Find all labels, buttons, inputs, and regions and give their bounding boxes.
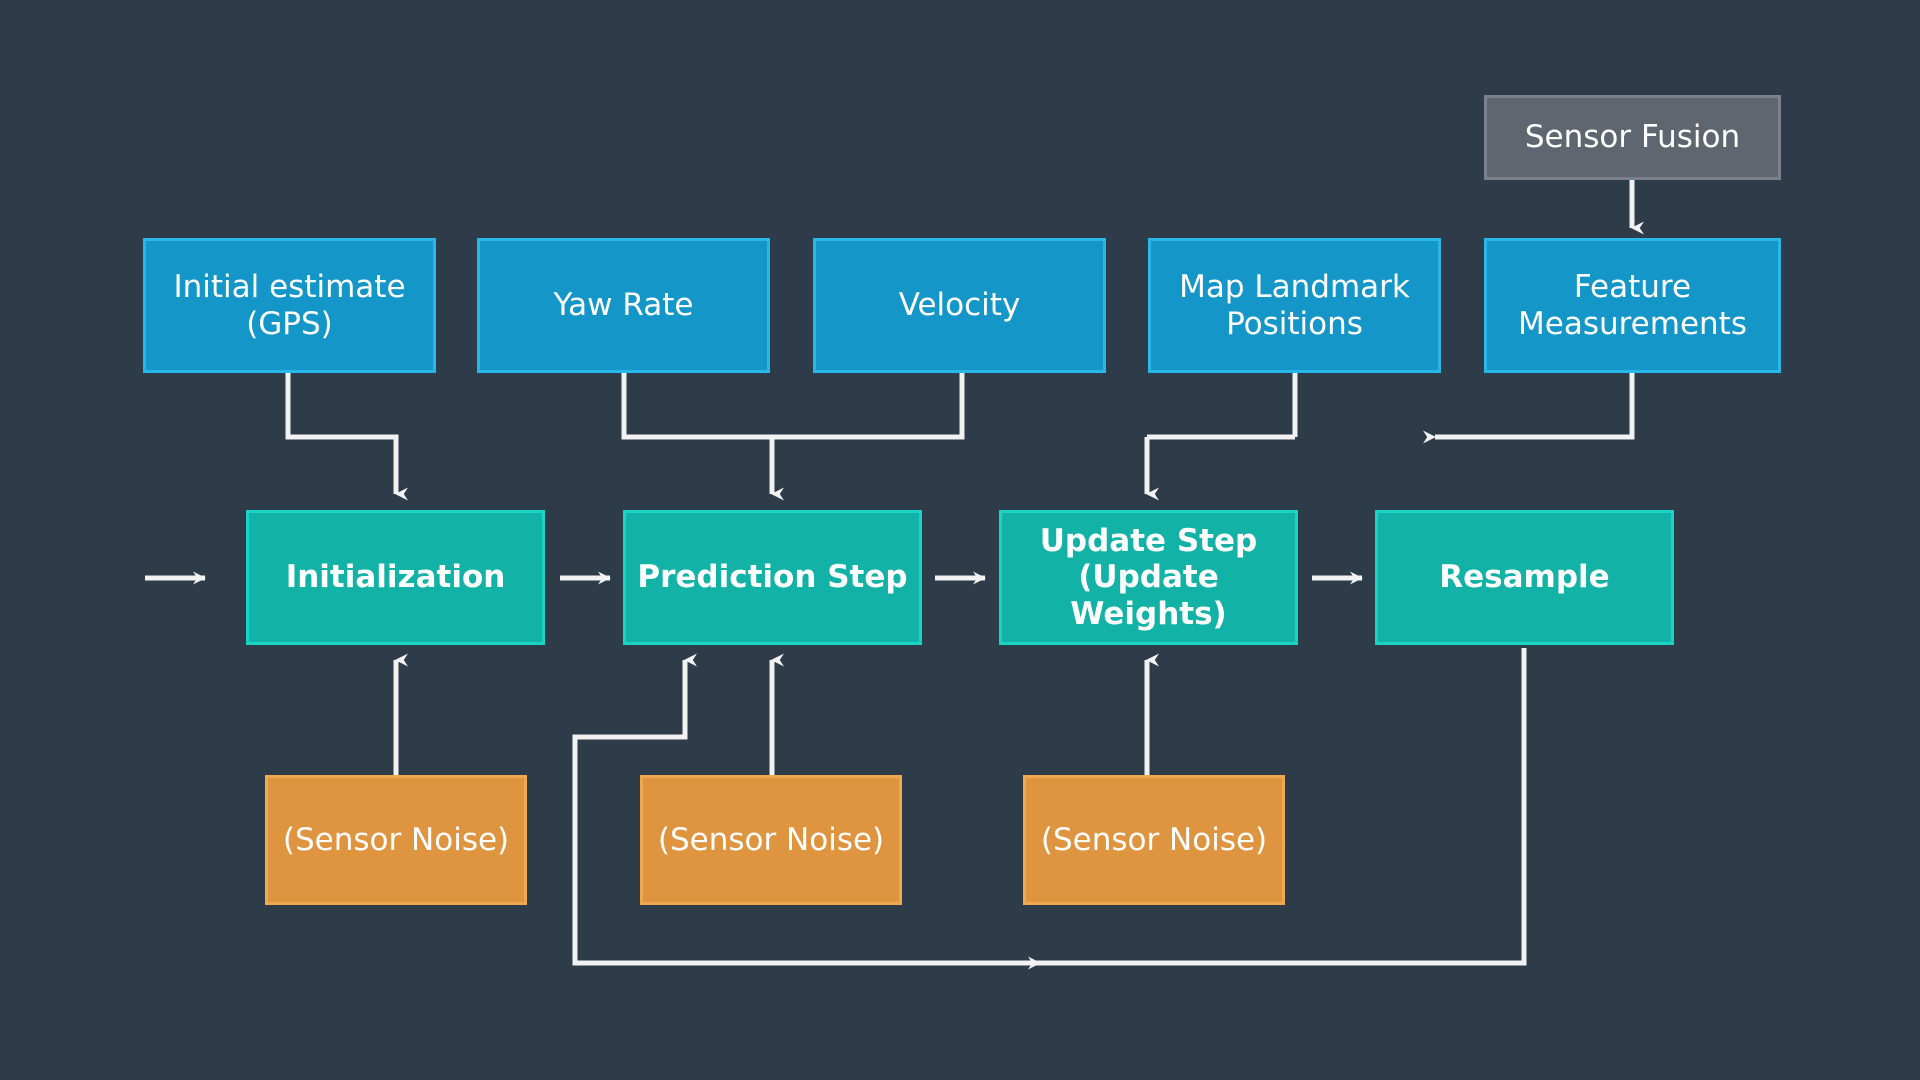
node-update-step[interactable]: Update Step (Update Weights): [999, 510, 1298, 645]
node-initialization[interactable]: Initialization: [246, 510, 545, 645]
node-yaw-rate[interactable]: Yaw Rate: [477, 238, 770, 373]
node-map-landmark-positions[interactable]: Map Landmark Positions: [1148, 238, 1441, 373]
node-feature-measurements[interactable]: Feature Measurements: [1484, 238, 1781, 373]
node-resample[interactable]: Resample: [1375, 510, 1674, 645]
node-sensor-noise-initialization[interactable]: (Sensor Noise): [265, 775, 527, 905]
node-velocity[interactable]: Velocity: [813, 238, 1106, 373]
node-prediction-step[interactable]: Prediction Step: [623, 510, 922, 645]
node-sensor-fusion[interactable]: Sensor Fusion: [1484, 95, 1781, 180]
node-sensor-noise-update[interactable]: (Sensor Noise): [1023, 775, 1285, 905]
node-sensor-noise-prediction[interactable]: (Sensor Noise): [640, 775, 902, 905]
node-initial-estimate-gps[interactable]: Initial estimate (GPS): [143, 238, 436, 373]
